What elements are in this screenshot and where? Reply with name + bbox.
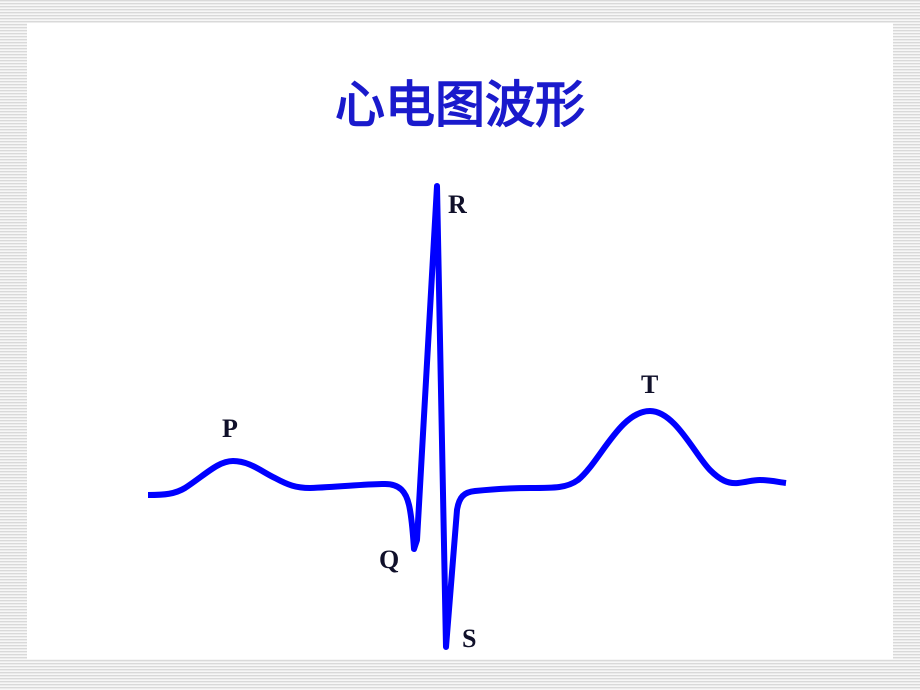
label-q-wave: Q [379, 545, 400, 574]
ecg-trace [147, 183, 787, 650]
label-r-wave: R [448, 190, 467, 219]
slide-panel: 心电图波形 P R Q S T [27, 23, 893, 659]
label-t-wave: T [641, 370, 659, 399]
ecg-waveform [147, 183, 787, 650]
slide-title: 心电图波形 [335, 76, 585, 134]
label-p-wave: P [222, 414, 238, 443]
label-s-wave: S [462, 624, 477, 653]
